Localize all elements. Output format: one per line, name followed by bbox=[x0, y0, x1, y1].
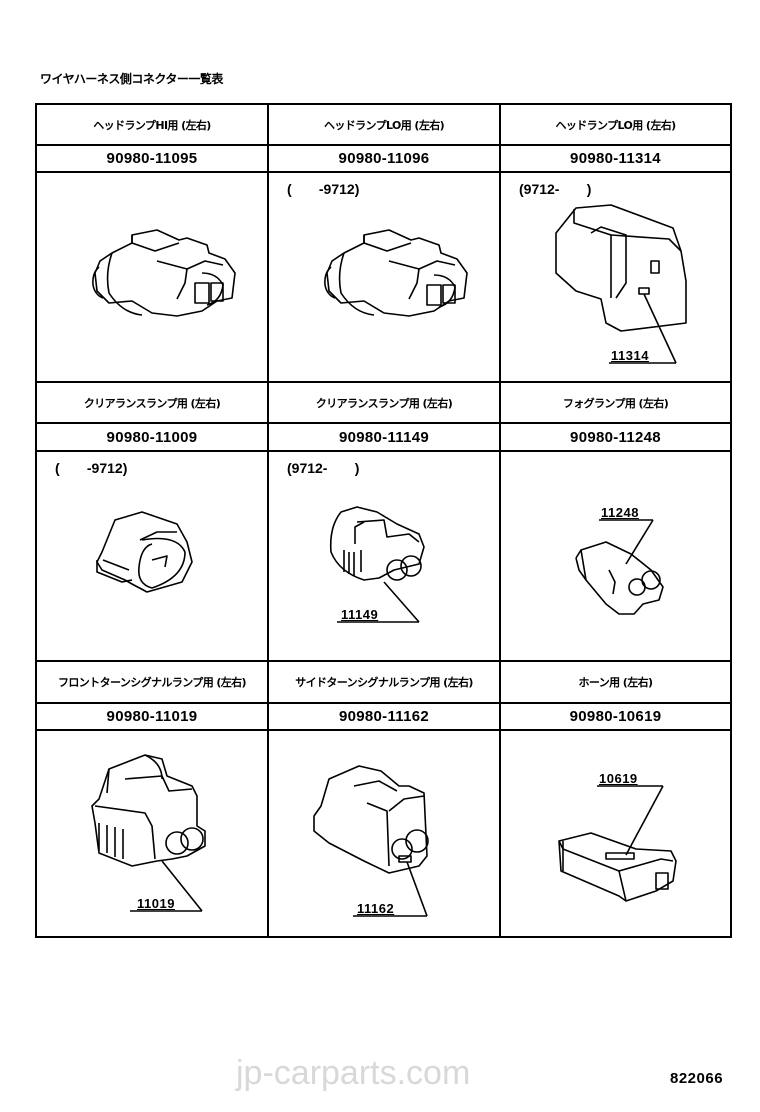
date-note: (9712- ) bbox=[287, 460, 360, 476]
part-number: 90980-11314 bbox=[501, 146, 730, 173]
table-row: ヘッドランプHI用 (左右) ヘッドランプLO用 (左右) ヘッドランプLO用 … bbox=[37, 105, 730, 146]
cell-label: ホーン用 (左右) bbox=[501, 662, 730, 704]
page-title: ワイヤハーネス側コネクター一覧表 bbox=[40, 72, 223, 86]
cell-label: ヘッドランプLO用 (左右) bbox=[269, 105, 501, 146]
connector-image-cell: 11162 bbox=[269, 731, 501, 938]
cell-label: ヘッドランプHI用 (左右) bbox=[37, 105, 269, 146]
connector-image-cell bbox=[37, 173, 269, 383]
connector-image-cell: 11019 bbox=[37, 731, 269, 938]
table-row: フロントターンシグナルランプ用 (左右) サイドターンシグナルランプ用 (左右)… bbox=[37, 662, 730, 704]
part-callout: 11162 bbox=[357, 901, 395, 916]
cell-label: ヘッドランプLO用 (左右) bbox=[501, 105, 730, 146]
cell-label: フロントターンシグナルランプ用 (左右) bbox=[37, 662, 269, 704]
cell-label: クリアランスランプ用 (左右) bbox=[269, 383, 501, 424]
connector-image-cell: 10619 bbox=[501, 731, 730, 938]
part-number: 90980-11096 bbox=[269, 146, 501, 173]
part-number: 90980-11019 bbox=[37, 704, 269, 731]
date-note: ( -9712) bbox=[287, 181, 360, 197]
part-number: 90980-11009 bbox=[37, 424, 269, 452]
part-callout: 11019 bbox=[137, 896, 175, 911]
connector-11096-drawing bbox=[324, 229, 468, 317]
watermark: jp-carparts.com bbox=[236, 1054, 471, 1092]
table-row: ( -9712) (9712- ) bbox=[37, 173, 730, 383]
connector-11095-drawing bbox=[92, 229, 236, 317]
page-code: 822066 bbox=[670, 1070, 724, 1087]
connector-11314-drawing bbox=[555, 204, 687, 364]
part-callout: 11149 bbox=[341, 607, 379, 622]
date-note: (9712- ) bbox=[519, 181, 592, 197]
part-callout: 11248 bbox=[601, 505, 639, 520]
connector-image-cell: (9712- ) 11149 bbox=[269, 452, 501, 662]
date-note: ( -9712) bbox=[55, 460, 128, 476]
connector-11019-drawing bbox=[91, 754, 206, 912]
table-row: クリアランスランプ用 (左右) クリアランスランプ用 (左右) フォグランプ用 … bbox=[37, 383, 730, 424]
part-callout: 10619 bbox=[599, 771, 638, 786]
connector-table: ヘッドランプHI用 (左右) ヘッドランプLO用 (左右) ヘッドランプLO用 … bbox=[35, 103, 732, 938]
connector-image-cell: ( -9712) bbox=[37, 452, 269, 662]
connector-image-cell: 11248 bbox=[501, 452, 730, 662]
part-number: 90980-11162 bbox=[269, 704, 501, 731]
table-row: 90980-11009 90980-11149 90980-11248 bbox=[37, 424, 730, 452]
connector-11248-drawing bbox=[575, 519, 664, 615]
table-row: 90980-11095 90980-11096 90980-11314 bbox=[37, 146, 730, 173]
table-row: ( -9712) (9712- ) bbox=[37, 452, 730, 662]
connector-image-cell: (9712- ) 11314 bbox=[501, 173, 730, 383]
part-number: 90980-11149 bbox=[269, 424, 501, 452]
connector-image-cell: ( -9712) bbox=[269, 173, 501, 383]
part-number: 90980-11095 bbox=[37, 146, 269, 173]
table-row: 90980-11019 90980-11162 90980-10619 bbox=[37, 704, 730, 731]
connector-10619-drawing bbox=[558, 785, 677, 902]
table-row: 11019 11162 bbox=[37, 731, 730, 938]
cell-label: サイドターンシグナルランプ用 (左右) bbox=[269, 662, 501, 704]
cell-label: フォグランプ用 (左右) bbox=[501, 383, 730, 424]
part-number: 90980-10619 bbox=[501, 704, 730, 731]
cell-label: クリアランスランプ用 (左右) bbox=[37, 383, 269, 424]
connector-11009-drawing bbox=[96, 511, 193, 593]
connector-11162-drawing bbox=[313, 765, 429, 917]
connector-11149-drawing bbox=[329, 506, 425, 623]
part-number: 90980-11248 bbox=[501, 424, 730, 452]
part-callout: 11314 bbox=[611, 348, 649, 363]
